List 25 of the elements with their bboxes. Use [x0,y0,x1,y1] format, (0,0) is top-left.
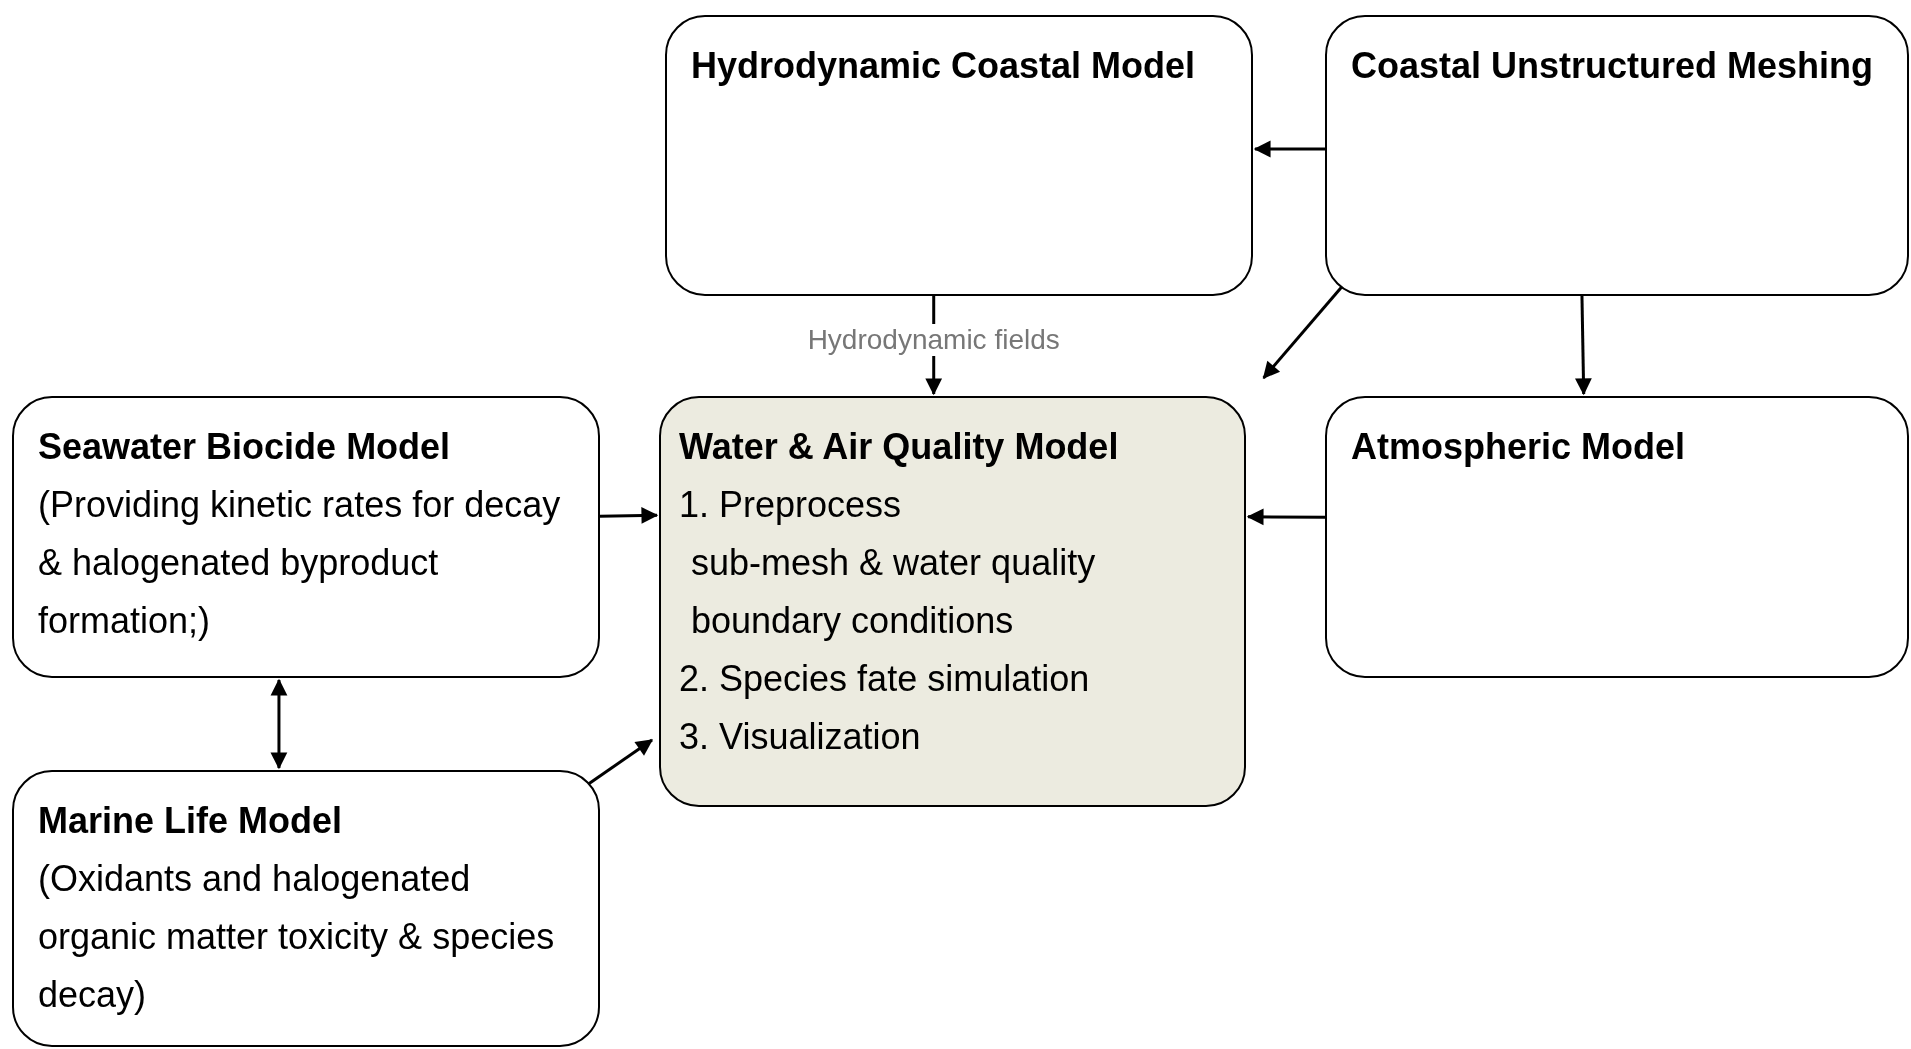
model-box-highlighted [659,396,1246,807]
arrow [599,507,659,524]
arrow [270,678,288,770]
model-box [1325,396,1909,678]
arrow [586,738,654,787]
model-box [12,396,600,678]
arrow [1253,140,1325,158]
box-heading: Seawater Biocide Model [38,425,452,469]
box-text: 2. Species fate simulation [679,657,1091,701]
box-heading: Water & Air Quality Model [679,425,1120,469]
arrow [1246,508,1325,526]
model-box [1325,15,1909,296]
box-heading: Hydrodynamic Coastal Model [691,44,1197,88]
box-heading: Coastal Unstructured Meshing [1351,44,1875,88]
model-box [12,770,600,1047]
arrow [1262,285,1344,379]
box-heading: Marine Life Model [38,799,344,843]
box-text: (Providing kinetic rates for decay & halogenated byproduct formation;) [38,483,562,643]
box-text: sub-mesh & water quality boundary conditions [690,541,1097,643]
arrow [1575,295,1592,396]
model-box [665,15,1253,296]
box-text: 1. Preprocess [679,483,903,527]
box-heading: Atmospheric Model [1351,425,1687,469]
box-text: (Oxidants and halogenated organic matter toxicity & species decay) [38,857,556,1017]
box-text: 3. Visualization [679,715,922,759]
